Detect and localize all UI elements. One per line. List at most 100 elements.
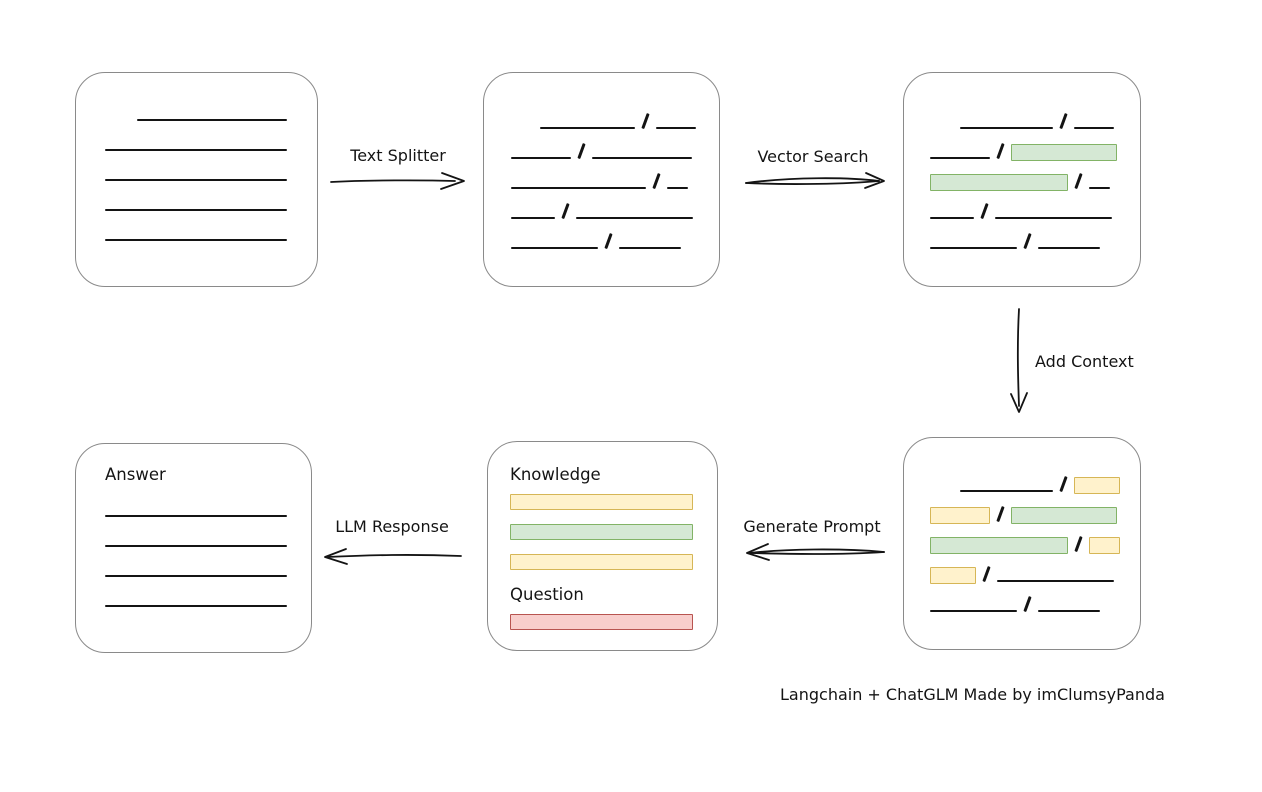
text-line	[591, 157, 692, 159]
node-context-chunks	[903, 437, 1141, 650]
vector-search-label: Vector Search	[757, 147, 869, 166]
add-context-label: Add Context	[1035, 352, 1134, 371]
llm-response-label: LLM Response	[335, 517, 449, 536]
context-chunk-highlight	[510, 554, 693, 570]
diagram-caption: Langchain + ChatGLM Made by imClumsyPand…	[780, 685, 1165, 704]
matched-chunks-content	[904, 73, 1140, 286]
text-line	[105, 575, 287, 577]
node-matched-chunks	[903, 72, 1141, 287]
slash-separator-icon	[1059, 113, 1068, 129]
context-chunk-highlight	[1088, 537, 1120, 554]
text-row	[510, 524, 717, 540]
slash-separator-icon	[1059, 476, 1068, 492]
indent-space	[105, 120, 137, 121]
text-row	[511, 231, 719, 249]
context-chunk-highlight	[1073, 477, 1120, 494]
text-line	[105, 239, 287, 241]
text-line	[618, 247, 681, 249]
text-row	[510, 494, 717, 510]
text-row	[511, 141, 719, 159]
matched-chunk-highlight	[930, 537, 1068, 554]
vector-search-arrow-icon	[745, 172, 885, 189]
source-document-content	[76, 73, 317, 286]
text-row	[930, 534, 1140, 554]
slash-separator-icon	[641, 113, 650, 129]
question-highlight	[510, 614, 693, 630]
text-row	[511, 171, 719, 189]
slash-separator-icon	[996, 506, 1005, 522]
text-row	[105, 103, 317, 121]
matched-chunk-highlight	[510, 524, 693, 540]
matched-chunk-highlight	[930, 174, 1068, 191]
node-source-document	[75, 72, 318, 287]
text-row	[930, 141, 1140, 161]
text-line	[1037, 247, 1100, 249]
text-row	[930, 594, 1140, 612]
indent-space	[511, 128, 540, 129]
answer-content: Answer	[76, 444, 311, 652]
text-row	[510, 614, 717, 630]
text-row	[105, 529, 311, 547]
text-line	[511, 157, 571, 159]
split-text-content	[484, 73, 719, 286]
text-row	[105, 223, 317, 241]
text-row	[930, 201, 1140, 219]
text-line	[930, 247, 1017, 249]
text-line	[105, 515, 287, 517]
generate-prompt-label: Generate Prompt	[743, 517, 881, 536]
text-row	[105, 499, 311, 517]
text-row	[105, 559, 311, 577]
text-line	[1073, 127, 1114, 129]
text-row	[105, 193, 317, 211]
context-chunk-highlight	[930, 507, 990, 524]
text-line	[930, 157, 990, 159]
slash-separator-icon	[1023, 233, 1032, 249]
context-chunks-content	[904, 438, 1140, 649]
text-line	[1088, 187, 1110, 189]
indent-space	[930, 128, 960, 129]
text-line	[996, 580, 1114, 582]
text-line	[105, 209, 287, 211]
matched-chunk-highlight	[1010, 144, 1117, 161]
text-line	[655, 127, 696, 129]
text-line	[137, 119, 287, 121]
slash-separator-icon	[996, 143, 1005, 159]
text-line	[575, 217, 693, 219]
text-row	[930, 474, 1140, 494]
slash-separator-icon	[604, 233, 613, 249]
slash-separator-icon	[1074, 536, 1083, 552]
slash-separator-icon	[982, 566, 991, 582]
text-row	[930, 171, 1140, 191]
matched-chunk-highlight	[1010, 507, 1117, 524]
context-chunk-highlight	[930, 567, 976, 584]
slash-separator-icon	[561, 203, 570, 219]
text-splitter-arrow-icon	[330, 172, 465, 190]
text-row	[511, 201, 719, 219]
slash-separator-icon	[577, 143, 586, 159]
text-row	[930, 564, 1140, 584]
slash-separator-icon	[980, 203, 989, 219]
text-row	[511, 111, 719, 129]
text-line	[105, 149, 287, 151]
indent-space	[930, 491, 960, 492]
text-line	[511, 187, 646, 189]
text-row	[105, 163, 317, 181]
text-row	[930, 111, 1140, 129]
text-line	[511, 217, 555, 219]
slash-separator-icon	[1023, 596, 1032, 612]
section-label: Answer	[105, 465, 166, 484]
text-row	[930, 231, 1140, 249]
text-line	[960, 490, 1053, 492]
text-line	[540, 127, 635, 129]
text-line	[1037, 610, 1100, 612]
context-chunk-highlight	[510, 494, 693, 510]
text-row	[105, 133, 317, 151]
slash-separator-icon	[652, 173, 661, 189]
text-line	[105, 545, 287, 547]
generate-prompt-arrow-icon	[746, 543, 885, 561]
llm-response-arrow-icon	[324, 548, 462, 565]
text-line	[994, 217, 1112, 219]
